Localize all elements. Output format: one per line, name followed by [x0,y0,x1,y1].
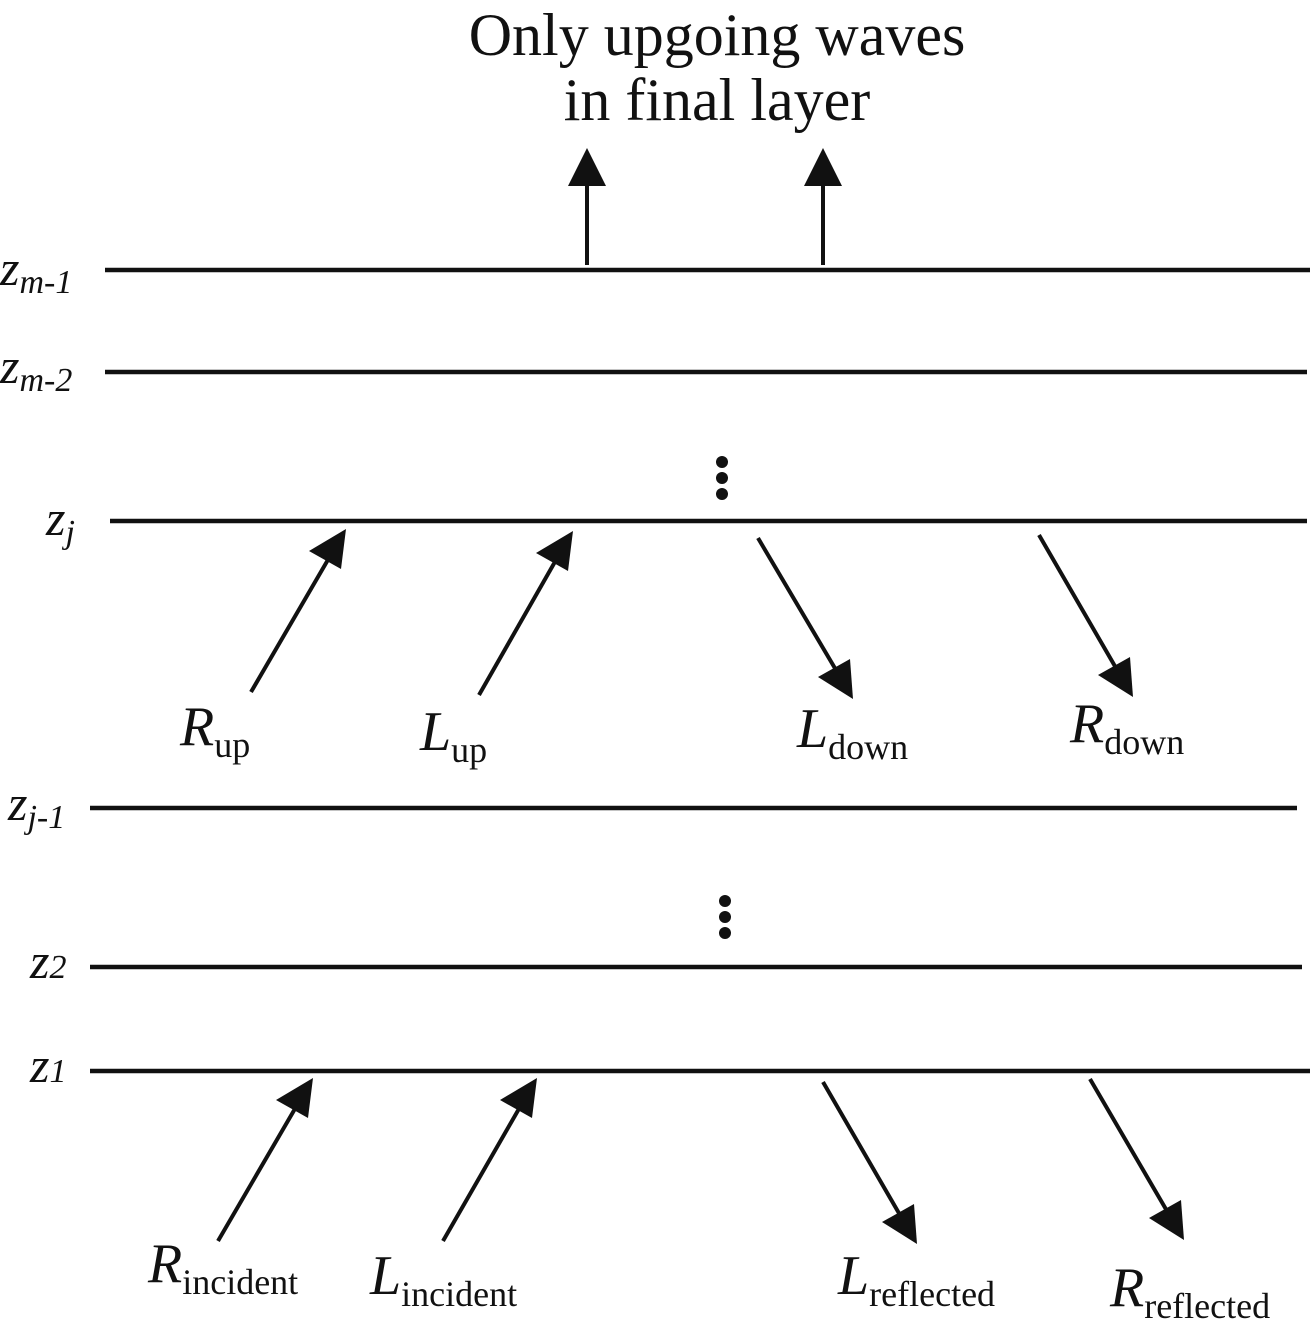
interface-label-zj: zj [45,490,75,551]
interface-label-z1: z1 [29,1037,66,1093]
ellipsis-upper [716,456,728,500]
arrow-l-up [477,531,573,696]
final-layer-upgoing-arrow-right [804,148,842,265]
arrow-r-down [1037,533,1133,697]
interface-label-zm1: zm-1 [0,240,72,301]
label-l-up: Lup [419,701,487,770]
arrow-l-down [756,536,853,699]
arrow-l-incident [441,1078,537,1242]
interface-label-zj1: zj-1 [7,775,65,836]
label-r-up: Rup [179,696,250,765]
arrow-r-incident [216,1078,313,1243]
arrow-r-up [249,529,346,694]
ellipsis-lower [719,895,731,939]
arrow-l-reflected [821,1080,917,1244]
final-layer-upgoing-arrow-left [568,148,606,265]
title-line-1: Only upgoing waves [469,2,966,68]
label-l-down: Ldown [796,698,908,767]
interface-label-zm2: zm-2 [0,338,72,399]
label-r-down: Rdown [1069,693,1184,762]
title-line-2: in final layer [564,67,871,133]
label-l-reflected: Lreflected [837,1245,995,1314]
label-r-incident: Rincident [147,1233,298,1302]
interface-label-z2: z2 [29,933,66,989]
arrow-r-reflected [1088,1077,1184,1240]
label-r-reflected: Rreflected [1109,1257,1270,1326]
label-l-incident: Lincident [369,1245,517,1314]
